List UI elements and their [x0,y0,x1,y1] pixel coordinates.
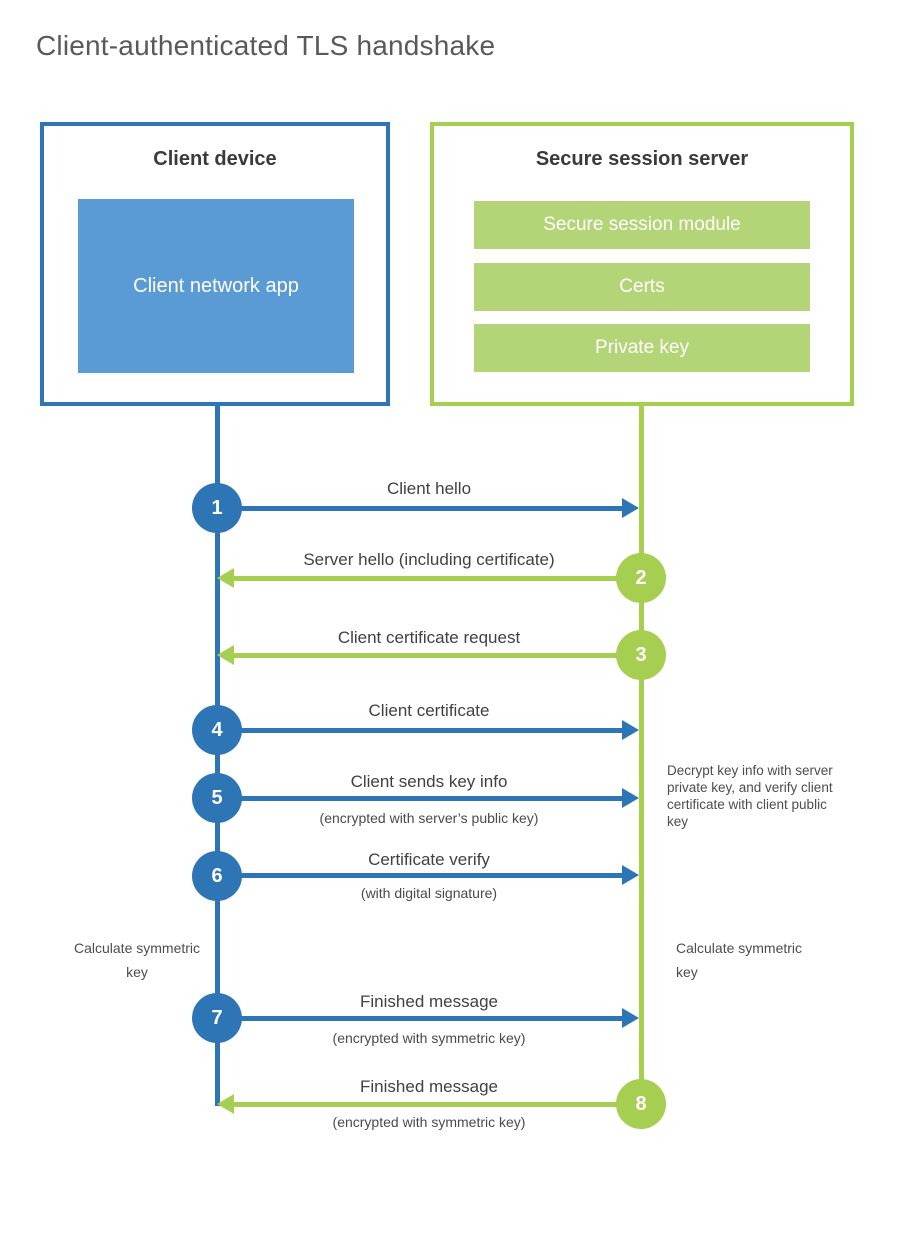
arrow-line-5 [240,796,624,801]
step-circle-5: 5 [192,773,242,823]
message-sublabel-5: (encrypted with server’s public key) [319,810,539,826]
arrowhead-right-icon [622,498,639,518]
server-module-private-key: Private key [474,324,810,372]
message-sublabel-8: (encrypted with symmetric key) [332,1114,526,1130]
message-label-2: Server hello (including certificate) [303,550,555,569]
page-title: Client-authenticated TLS handshake [36,30,496,61]
arrowhead-left-icon [217,1094,234,1114]
arrowhead-right-icon [622,865,639,885]
message-label-7: Finished message [360,992,498,1011]
message-label-8: Finished message [360,1077,498,1096]
client-device-title: Client device [153,148,277,170]
arrow-line-6 [240,873,624,878]
server-module-certs: Certs [474,263,810,311]
client-network-app-label: Client network app [133,275,299,297]
step-circle-6: 6 [192,851,242,901]
message-label-3: Client certificate request [337,628,521,647]
message-sublabel-6: (with digital signature) [360,885,498,901]
client-device-box: Client device Client network app [40,122,390,406]
step-circle-1: 1 [192,483,242,533]
secure-session-server-box: Secure session server Secure session mod… [430,122,854,406]
step-circle-8: 8 [616,1079,666,1129]
server-module-secure-session: Secure session module [474,201,810,249]
message-label-5: Client sends key info [350,772,508,791]
server-lifeline [639,404,644,1129]
secure-session-server-title: Secure session server [535,148,749,170]
arrowhead-left-icon [217,645,234,665]
step-circle-2: 2 [616,553,666,603]
arrowhead-right-icon [622,788,639,808]
step-circle-3: 3 [616,630,666,680]
arrowhead-left-icon [217,568,234,588]
arrow-line-8 [233,1102,617,1107]
server-calculate-note: Calculate symmetric key [676,940,803,980]
client-lifeline [215,404,220,1106]
step-circle-4: 4 [192,705,242,755]
message-label-6: Certificate verify [368,850,490,869]
client-network-app-box: Client network app [78,199,354,373]
arrow-line-7 [240,1016,624,1021]
arrow-line-3 [233,653,617,658]
message-sublabel-7: (encrypted with symmetric key) [332,1030,526,1046]
arrow-line-1 [240,506,624,511]
arrowhead-right-icon [622,1008,639,1028]
step-circle-7: 7 [192,993,242,1043]
arrow-line-4 [240,728,624,733]
arrow-line-2 [233,576,617,581]
server-decrypt-note: Decrypt key info with server private key… [667,763,833,829]
arrowhead-right-icon [622,720,639,740]
message-label-1: Client hello [386,479,472,498]
message-label-4: Client certificate [368,701,490,720]
client-calculate-note: Calculate symmetric key [73,940,201,980]
